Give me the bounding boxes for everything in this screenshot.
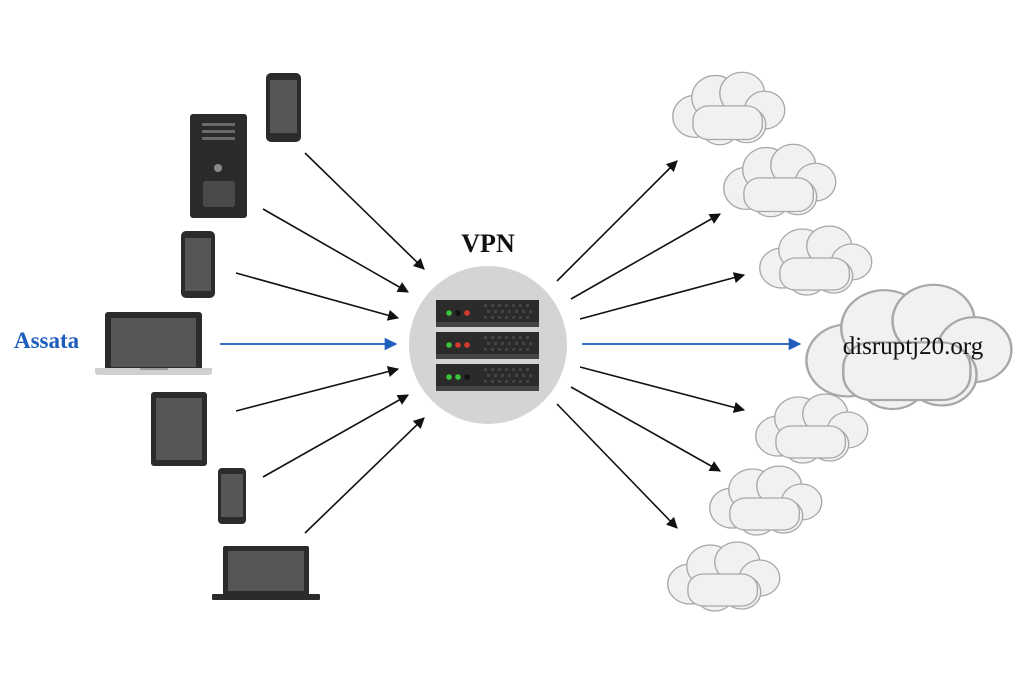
desktop-tower-icon <box>190 114 247 218</box>
tablet-icon <box>151 392 207 466</box>
cloud-icon <box>723 143 837 218</box>
phone-icon <box>181 231 215 298</box>
cloud-icon <box>672 71 786 146</box>
server-rack-icon <box>436 300 539 391</box>
cloud-icon <box>709 465 823 536</box>
phone-icon <box>218 468 246 524</box>
vpn-label: VPN <box>461 229 515 258</box>
cloud-icon <box>755 393 869 464</box>
inbound-arrows <box>235 152 425 534</box>
cloud-icon <box>759 225 873 296</box>
user-label: Assata <box>14 328 80 353</box>
phone-icon <box>266 73 301 142</box>
laptop-icon <box>95 312 212 375</box>
outbound-arrows <box>556 160 746 529</box>
laptop-icon <box>212 546 320 600</box>
destination-label: disruptj20.org <box>842 333 984 360</box>
cloud-icon <box>667 541 781 612</box>
